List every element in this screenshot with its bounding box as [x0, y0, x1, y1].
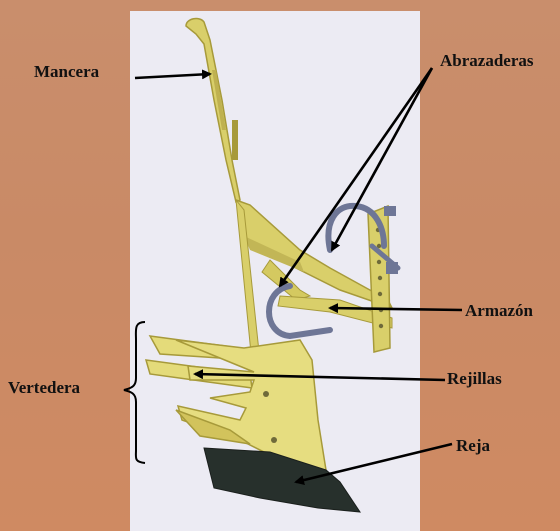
label-abrazaderas: Abrazaderas	[440, 52, 533, 69]
label-armazon: Armazón	[465, 302, 533, 319]
label-mancera: Mancera	[34, 63, 99, 80]
label-vertedera: Vertedera	[8, 379, 80, 396]
label-rejillas: Rejillas	[447, 370, 502, 387]
label-reja: Reja	[456, 437, 490, 454]
